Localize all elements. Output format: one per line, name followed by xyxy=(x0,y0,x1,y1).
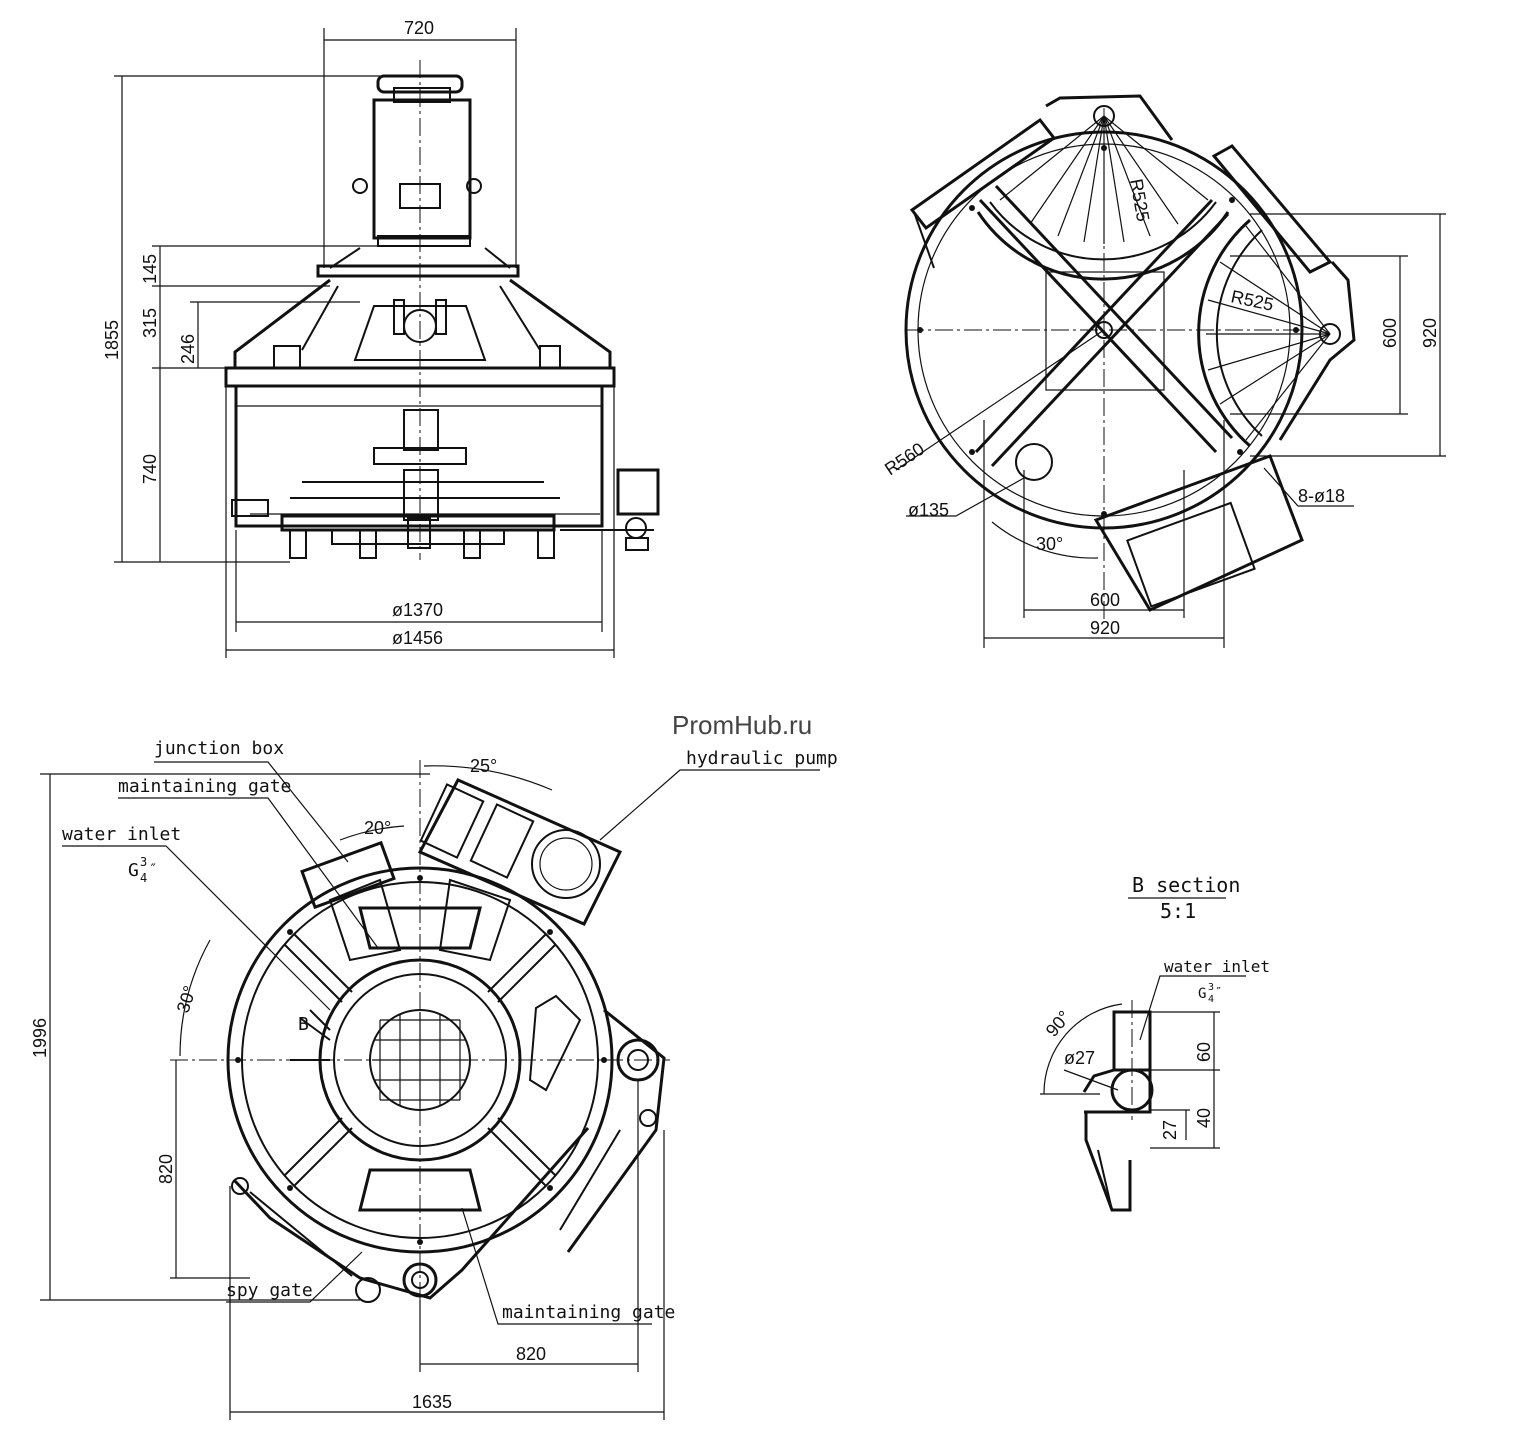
dim-1855: 1855 xyxy=(102,320,122,360)
dim-w600: 600 xyxy=(1090,590,1120,610)
label-maintaining-gate-bottom: maintaining gate xyxy=(502,1302,675,1323)
dim-dia1456: ø1456 xyxy=(392,628,443,648)
dim-angle90: 90° xyxy=(1042,1007,1075,1041)
dim-d135: ø135 xyxy=(908,500,949,520)
dim-w920: 920 xyxy=(1090,618,1120,638)
thread-g: G xyxy=(128,860,139,881)
dim-h920: 920 xyxy=(1420,318,1440,348)
thread-den: 4 xyxy=(140,871,147,885)
dim-w1635: 1635 xyxy=(412,1392,452,1412)
watermark: PromHub.ru xyxy=(672,710,812,740)
front-view-outline xyxy=(224,60,660,560)
top-view-dimensions: R525 R525 R560 ø135 8-ø18 30° 600 920 60… xyxy=(881,177,1446,648)
label-junction-box: junction box xyxy=(154,738,284,759)
plan-view-dimensions: 25° 20° 30° 1996 820 820 1635 xyxy=(30,756,665,1420)
dim-h820: 820 xyxy=(156,1154,176,1184)
b-section-title: B section xyxy=(1132,873,1240,897)
dim-angle30: 30° xyxy=(1036,534,1063,554)
label-spy-gate: spy gate xyxy=(226,1280,313,1301)
thread-g: G xyxy=(1198,986,1206,1002)
dim-740: 740 xyxy=(140,454,160,484)
b-section-scale: 5:1 xyxy=(1160,899,1196,923)
b-section-dimensions: 90° ø27 60 40 27 xyxy=(1040,1003,1220,1149)
front-view: 720 1855 145 315 246 740 ø1370 ø xyxy=(102,18,660,658)
dim-h600: 600 xyxy=(1380,318,1400,348)
dim-145: 145 xyxy=(140,254,160,284)
b-section: B section 5:1 water inlet G 3 4 ″ 90° ø2… xyxy=(1040,873,1270,1212)
label-maintaining-gate-top: maintaining gate xyxy=(118,776,291,797)
thread-num: 3 xyxy=(140,855,147,869)
label-section-marker: B xyxy=(298,1014,309,1035)
dim-w820: 820 xyxy=(516,1344,546,1364)
top-view: R525 R525 R560 ø135 8-ø18 30° 600 920 60… xyxy=(881,94,1446,648)
thread-den: 4 xyxy=(1208,994,1214,1005)
thread-num: 3 xyxy=(1208,982,1214,993)
thread-unit: ″ xyxy=(149,862,157,878)
plan-view-labels: junction box maintaining gate water inle… xyxy=(62,738,838,1325)
label-water-inlet: water inlet xyxy=(62,824,181,845)
dim-d27: ø27 xyxy=(1064,1048,1095,1068)
plan-view-outline xyxy=(170,760,670,1303)
dim-h40: 40 xyxy=(1194,1108,1214,1128)
dim-r560: R560 xyxy=(881,439,928,480)
dim-angle20: 20° xyxy=(364,818,391,838)
dim-h27: 27 xyxy=(1160,1120,1180,1140)
front-view-dimensions: 720 1855 145 315 246 740 ø1370 ø xyxy=(102,18,615,658)
dim-720: 720 xyxy=(404,18,434,38)
dim-r525-right: R525 xyxy=(1229,286,1275,315)
label-hydraulic-pump: hydraulic pump xyxy=(686,748,838,769)
dim-r525-top: R525 xyxy=(1126,177,1153,223)
dim-angle30: 30° xyxy=(173,983,200,1015)
top-view-outline xyxy=(904,94,1356,620)
plan-view: junction box maintaining gate water inle… xyxy=(30,738,838,1420)
thread-unit: ″ xyxy=(1215,985,1222,999)
dim-h1996: 1996 xyxy=(30,1018,50,1058)
water-inlet-thread: G 3 4 ″ xyxy=(128,855,157,885)
dim-holes: 8-ø18 xyxy=(1298,486,1345,506)
dim-dia1370: ø1370 xyxy=(392,600,443,620)
dim-angle25: 25° xyxy=(470,756,497,776)
b-section-water-inlet: water inlet xyxy=(1164,957,1270,976)
dim-h60: 60 xyxy=(1194,1042,1214,1062)
b-section-thread: G 3 4 ″ xyxy=(1198,982,1222,1005)
dim-315: 315 xyxy=(140,308,160,338)
b-section-drawing xyxy=(1082,1000,1154,1212)
dim-246: 246 xyxy=(178,334,198,364)
